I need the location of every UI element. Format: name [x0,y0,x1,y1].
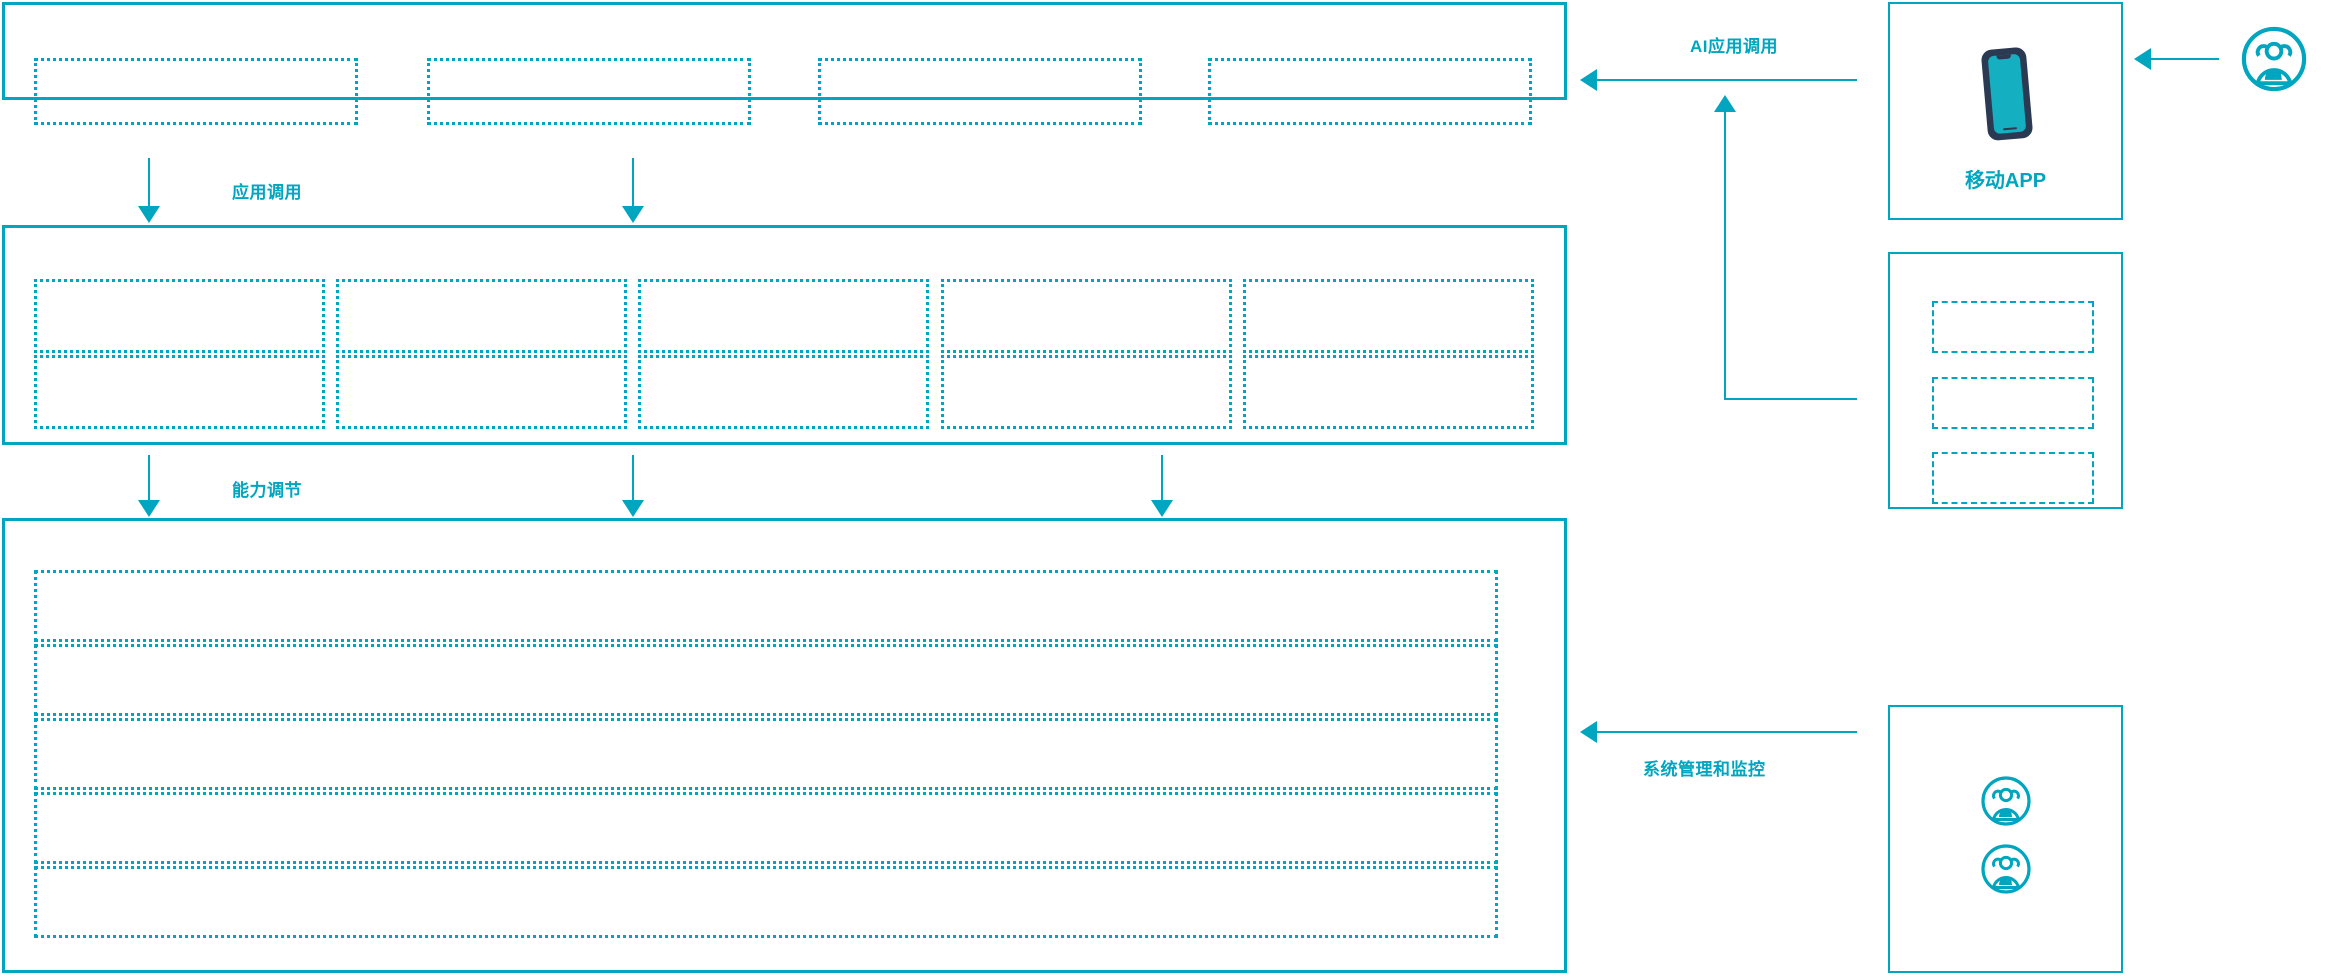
ai-app-call-riser [1724,110,1726,400]
capability-slot-r2c4[interactable] [941,355,1232,429]
capability-tune-arrow-line-2 [632,455,634,507]
ai-app-call-riser-arrow-head [1714,95,1736,112]
ai-app-call-label: AI应用调用 [1690,37,1778,56]
capability-tune-arrow-line-1 [148,455,150,507]
application-layer-panel [2,2,1567,100]
app-call-arrow-head-1 [138,206,160,223]
app-call-label: 应用调用 [232,183,302,202]
capability-layer-panel [2,225,1567,445]
app-call-arrow-line-2 [632,158,634,212]
application-slot-2[interactable] [427,58,751,125]
user-group-icon [1980,775,2032,827]
external-actor-line [2151,58,2219,60]
sys-mgmt-line [1597,731,1857,733]
ai-app-call-line [1597,79,1857,81]
capability-slot-r2c1[interactable] [34,355,325,429]
capability-slot-r2c2[interactable] [336,355,627,429]
infrastructure-slot-2[interactable] [34,644,1498,716]
capability-tune-arrow-head-2 [622,500,644,517]
admin-box[interactable] [1888,705,2123,973]
infrastructure-slot-4[interactable] [34,792,1498,864]
application-slot-1[interactable] [34,58,358,125]
application-slot-4[interactable] [1208,58,1532,125]
capability-slot-r1c2[interactable] [336,279,627,353]
ai-app-call-arrow-head [1580,69,1597,91]
capability-tune-arrow-head-1 [138,500,160,517]
sys-mgmt-label: 系统管理和监控 [1643,760,1766,779]
capability-slot-r1c3[interactable] [638,279,929,353]
service-slot-1[interactable] [1932,301,2094,353]
user-group-icon [2240,25,2308,93]
infrastructure-slot-1[interactable] [34,570,1498,642]
app-call-arrow-head-2 [622,206,644,223]
mobile-app-caption: 移动APP [1964,170,2047,192]
smartphone-icon [1968,42,2044,146]
capability-slot-r1c1[interactable] [34,279,325,353]
capability-slot-r2c3[interactable] [638,355,929,429]
app-call-arrow-line-1 [148,158,150,212]
infrastructure-layer-panel [2,518,1567,973]
infrastructure-slot-5[interactable] [34,866,1498,938]
capability-slot-r1c5[interactable] [1243,279,1534,353]
user-group-icon [1980,843,2032,895]
infrastructure-slot-3[interactable] [34,718,1498,790]
capability-tune-label: 能力调节 [232,481,302,500]
capability-tune-arrow-line-3 [1161,455,1163,507]
service-slot-3[interactable] [1932,452,2094,504]
ai-app-call-riser-base [1724,398,1857,400]
capability-slot-r1c4[interactable] [941,279,1232,353]
capability-tune-arrow-head-3 [1151,500,1173,517]
service-slot-2[interactable] [1932,377,2094,429]
service-box[interactable] [1888,252,2123,509]
capability-slot-r2c5[interactable] [1243,355,1534,429]
external-actor-arrow-head [2134,48,2151,70]
sys-mgmt-arrow-head [1580,721,1597,743]
application-slot-3[interactable] [818,58,1142,125]
